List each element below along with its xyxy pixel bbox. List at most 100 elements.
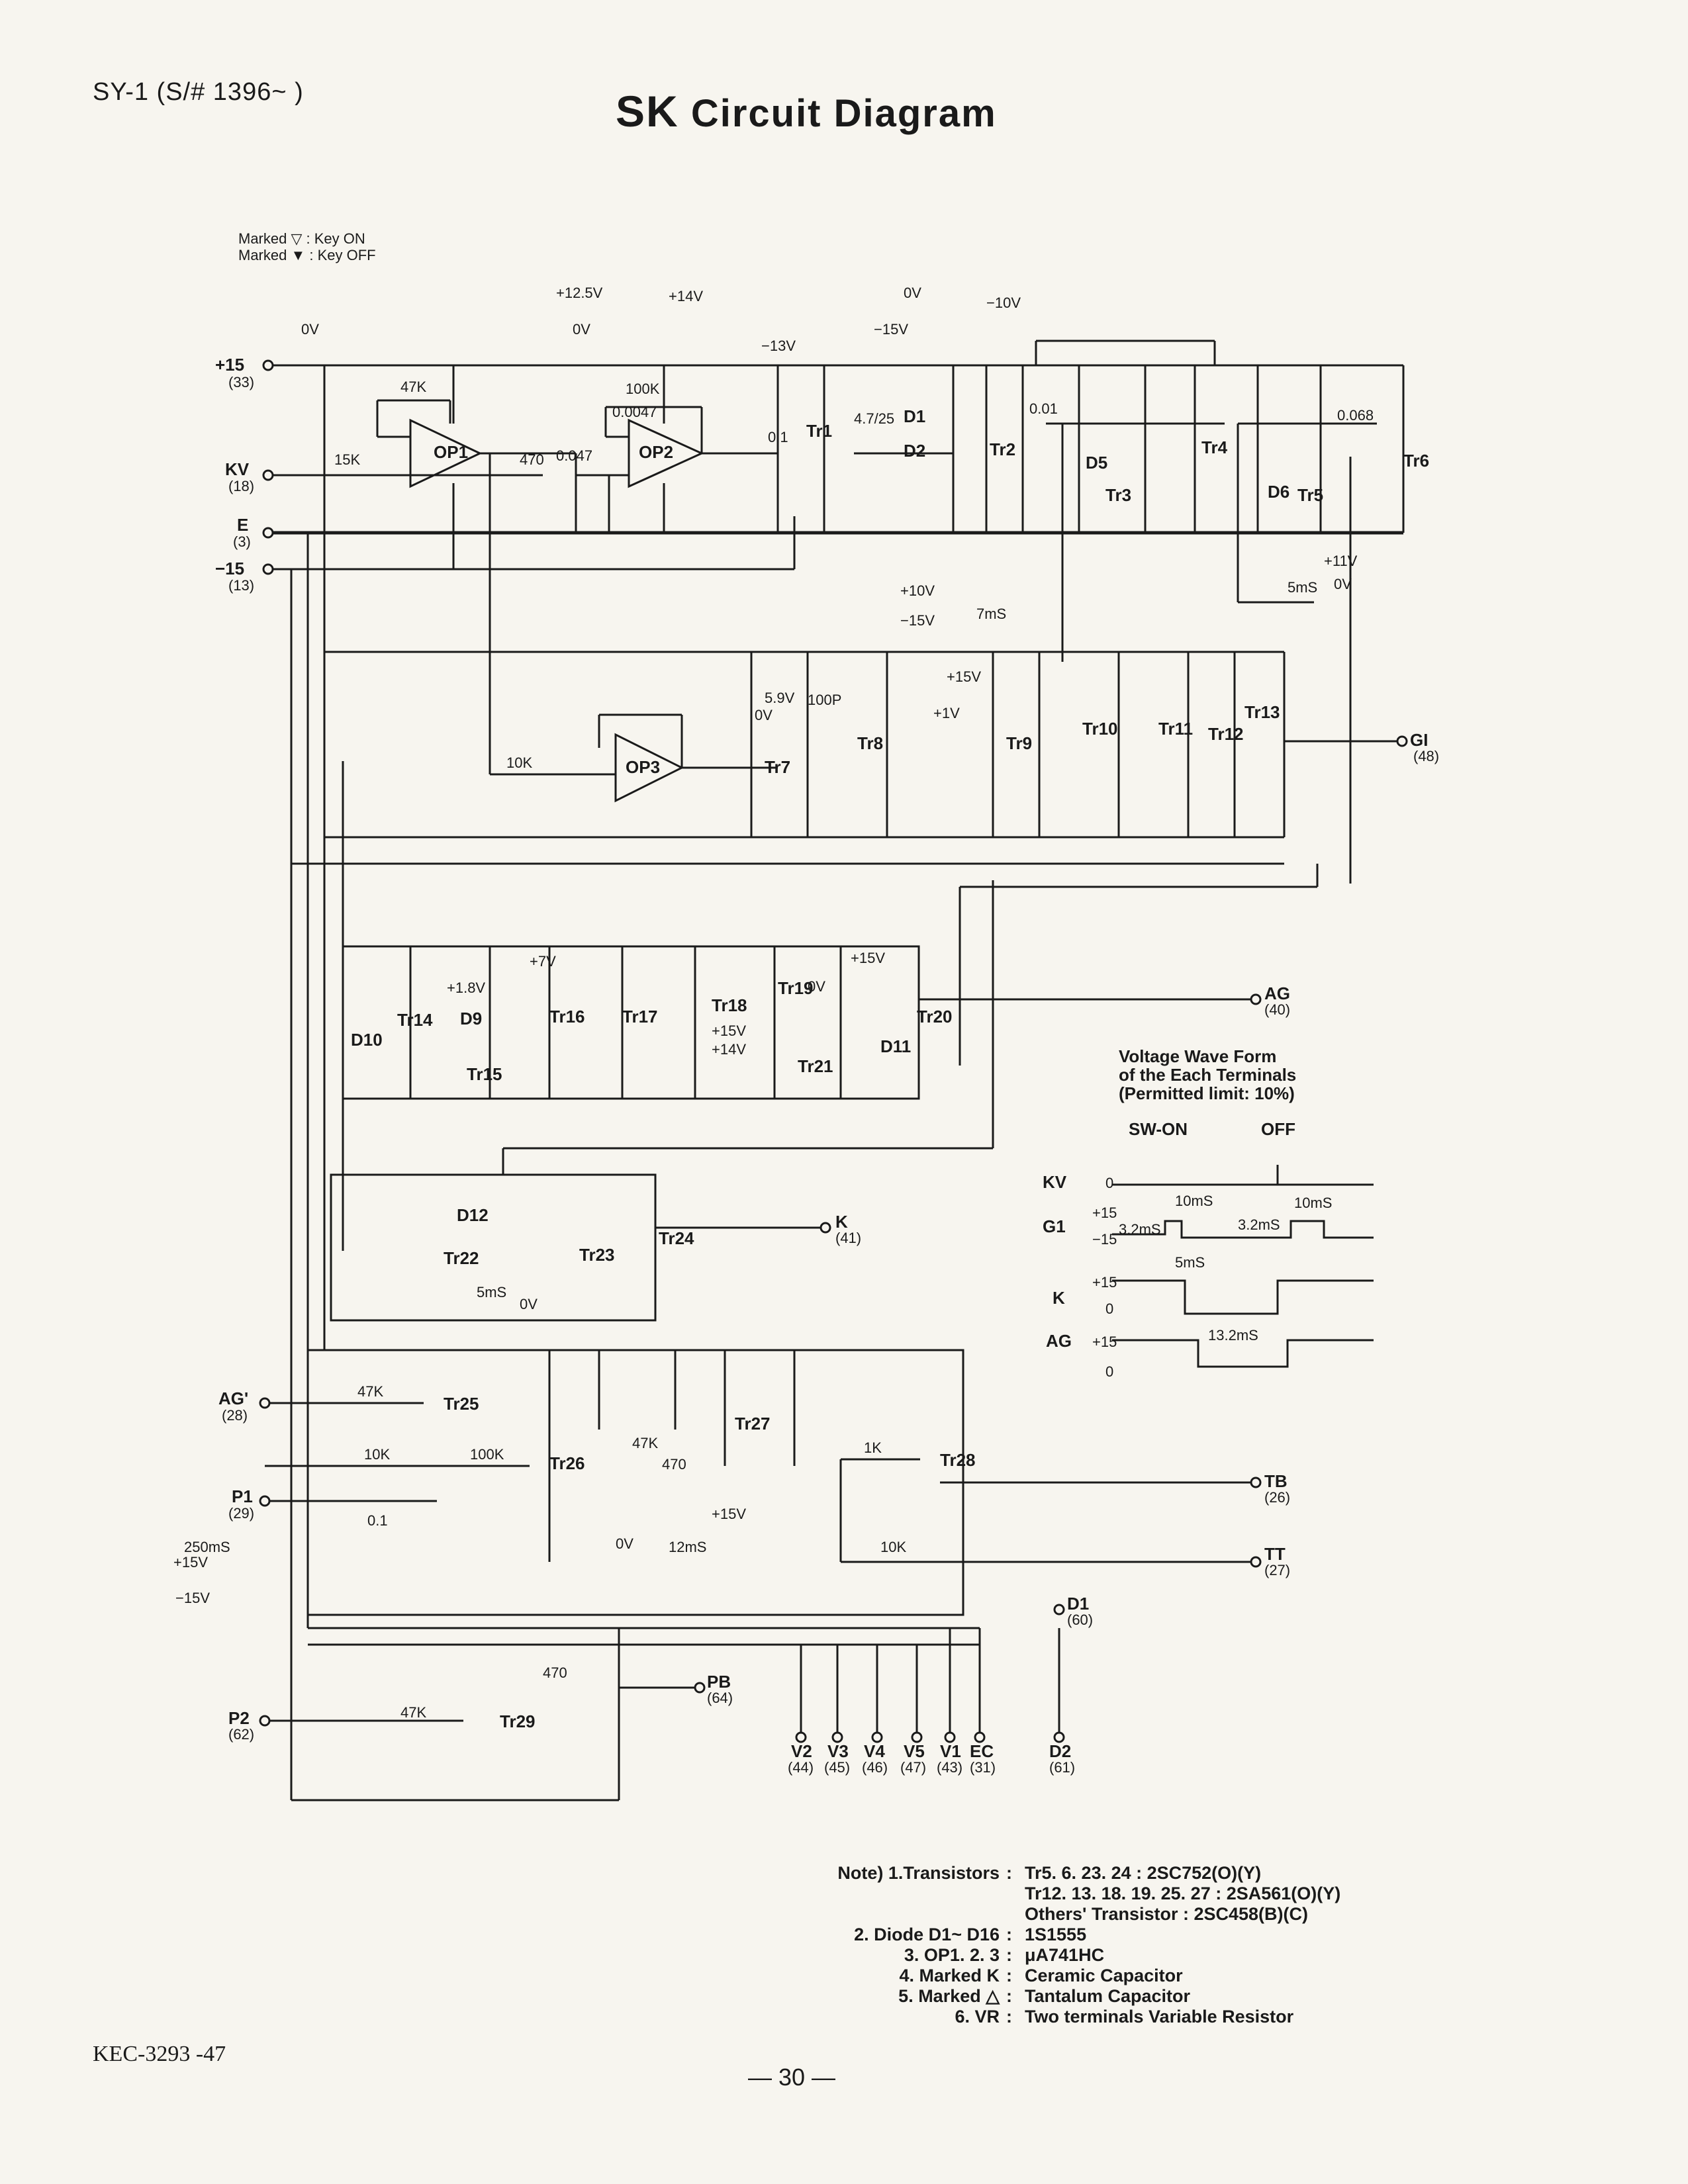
- wave-5ms-hi: +11V: [1324, 553, 1358, 569]
- wave-tr2-lo: −10V: [986, 295, 1021, 311]
- timing-title-1: Voltage Wave Form: [1119, 1046, 1276, 1066]
- tr2-label: Tr2: [990, 439, 1015, 459]
- note-value: Tantalum Capacitor: [1025, 1986, 1191, 2006]
- note-row: Others' Transistor : 2SC458(B)(C): [774, 1904, 1395, 1925]
- tr4-label: Tr4: [1201, 437, 1228, 457]
- timing-title-3: (Permitted limit: 10%): [1119, 1083, 1295, 1103]
- terminal-p2-num: (62): [228, 1726, 254, 1743]
- d5-label: D5: [1086, 453, 1107, 473]
- timing-ag-plus: +15: [1092, 1334, 1117, 1350]
- timing-title-2: of the Each Terminals: [1119, 1065, 1296, 1085]
- note-row: 5. Marked △:Tantalum Capacitor: [774, 1986, 1395, 2007]
- timing-off: OFF: [1261, 1119, 1295, 1139]
- document-code: KEC-3293 -47: [93, 2042, 226, 2066]
- terminal-tt-num: (27): [1264, 1562, 1290, 1578]
- c-47-25: 4.7/25: [854, 410, 894, 427]
- terminal-e: E: [237, 515, 248, 535]
- terminal-v3: V3: [827, 1741, 849, 1761]
- r-15k: 15K: [334, 451, 360, 468]
- r-10k-tt: 10K: [880, 1539, 906, 1555]
- wave-p2-hi: +15V: [173, 1554, 208, 1570]
- timing-ag-0: 0: [1105, 1363, 1113, 1380]
- note-row: 3. OP1. 2. 3:μA741HC: [774, 1945, 1395, 1966]
- terminal-plus15-num: (33): [228, 374, 254, 390]
- terminal-gi: GI: [1410, 730, 1428, 750]
- wave-op3-lo: 0V: [755, 707, 773, 723]
- terminal-p1: P1: [232, 1486, 253, 1506]
- terminal-minus15: −15: [215, 559, 244, 578]
- timing-sw-on: SW-ON: [1129, 1119, 1188, 1139]
- tr11-label: Tr11: [1158, 719, 1193, 739]
- timing-ag-label: AG: [1046, 1331, 1072, 1351]
- notes-block: Note) 1.Transistors:Tr5. 6. 23. 24 : 2SC…: [774, 1863, 1395, 2027]
- terminal-tt: TT: [1264, 1544, 1286, 1564]
- r-10k-tr26: 10K: [364, 1446, 390, 1463]
- wave-tr22-t: 5mS: [477, 1284, 506, 1300]
- title-prefix: SK: [616, 87, 679, 136]
- r-470-pb: 470: [543, 1664, 567, 1681]
- tr1-label: Tr1: [806, 421, 832, 441]
- c-100p: 100P: [808, 692, 841, 708]
- r-47k-tr27: 47K: [632, 1435, 658, 1451]
- wave-tr2-0v: 0V: [904, 285, 921, 301]
- tr18-label: Tr18: [712, 995, 747, 1015]
- c-0068: 0.068: [1337, 407, 1374, 424]
- terminal-ag-num: (40): [1264, 1001, 1290, 1018]
- d10-label: D10: [351, 1030, 383, 1050]
- r-47k: 47K: [400, 379, 426, 395]
- wave-tr2-m15: −15V: [874, 321, 908, 338]
- tr23-label: Tr23: [579, 1245, 615, 1265]
- timing-k-label: K: [1053, 1288, 1065, 1308]
- terminal-ag: AG: [1264, 983, 1290, 1003]
- terminal-v5: V5: [904, 1741, 925, 1761]
- note-key: 3. OP1. 2. 3: [904, 1945, 1000, 1965]
- wave-kv-0v: 0V: [301, 321, 319, 338]
- note-key: [774, 1884, 1006, 1904]
- legend-key-on: Marked ▽ : Key ON: [238, 230, 365, 247]
- note-key: 5. Marked △: [898, 1986, 1000, 2006]
- wave-tr16-lo: +1.8V: [447, 979, 485, 996]
- page-number: — 30 —: [748, 2064, 836, 2091]
- wave-5ms-lo: 0V: [1334, 576, 1352, 592]
- tr21-label: Tr21: [798, 1056, 833, 1076]
- tr9-label: Tr9: [1006, 733, 1032, 753]
- tr6-label: Tr6: [1403, 451, 1429, 471]
- note-row: 6. VR:Two terminals Variable Resistor: [774, 2007, 1395, 2027]
- timing-g1-minus: −15: [1092, 1231, 1117, 1248]
- wave-7ms-lo: −15V: [900, 612, 935, 629]
- r-47k-tr29: 47K: [400, 1704, 426, 1721]
- wave-tr18-lo: +14V: [712, 1041, 746, 1058]
- note-value: Others' Transistor : 2SC458(B)(C): [1025, 1904, 1309, 1924]
- d1-label: D1: [904, 406, 925, 426]
- terminal-v4-num: (46): [862, 1759, 888, 1776]
- terminal-ag-prime: AG': [218, 1388, 248, 1408]
- note-key: Note) 1.Transistors: [837, 1863, 1000, 1883]
- tr25-label: Tr25: [444, 1394, 479, 1414]
- wave-tr16-hi: +7V: [530, 953, 556, 970]
- note-row: Note) 1.Transistors:Tr5. 6. 23. 24 : 2SC…: [774, 1863, 1395, 1884]
- r-470-tr27: 470: [662, 1456, 686, 1473]
- tr14-label: Tr14: [397, 1010, 433, 1030]
- tr27-label: Tr27: [735, 1414, 771, 1433]
- d6-label: D6: [1268, 482, 1289, 502]
- timing-k-0: 0: [1105, 1300, 1113, 1317]
- title-rest: Circuit Diagram: [690, 92, 997, 135]
- tr8-label: Tr8: [857, 733, 883, 753]
- note-value: Tr5. 6. 23. 24 : 2SC752(O)(Y): [1025, 1863, 1262, 1883]
- r-470: 470: [520, 451, 544, 468]
- terminal-kv-num: (18): [228, 478, 254, 494]
- note-row: 2. Diode D1~ D16:1S1555: [774, 1925, 1395, 1945]
- timing-10ms-a: 10mS: [1175, 1193, 1213, 1209]
- d2-label: D2: [904, 441, 925, 461]
- d9-label: D9: [460, 1009, 482, 1028]
- c-01-p1: 0.1: [367, 1512, 388, 1529]
- tr24-label: Tr24: [659, 1228, 694, 1248]
- terminal-d2: D2: [1049, 1741, 1071, 1761]
- timing-5ms: 5mS: [1175, 1254, 1205, 1271]
- terminal-gi-num: (48): [1413, 748, 1439, 764]
- tr10-label: Tr10: [1082, 719, 1118, 739]
- tr17-label: Tr17: [622, 1007, 658, 1026]
- timing-g1-plus: +15: [1092, 1205, 1117, 1221]
- page-title: SK Circuit Diagram: [616, 86, 997, 136]
- terminal-e-num: (3): [233, 533, 251, 550]
